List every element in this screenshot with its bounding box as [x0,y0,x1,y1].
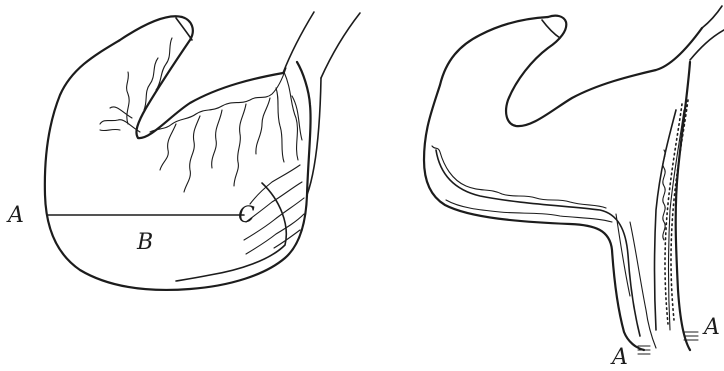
right-panel-section-outline [424,6,724,350]
left-panel-vessels [100,38,304,254]
left-label-a: A [6,203,24,228]
left-label-c: C [238,203,255,228]
right-label-a-left: A [610,345,628,370]
left-panel-stomach-outline [45,12,360,290]
right-panel-marker-left [638,346,650,354]
right-label-a-right: A [702,315,720,340]
left-label-b: B [136,230,153,255]
